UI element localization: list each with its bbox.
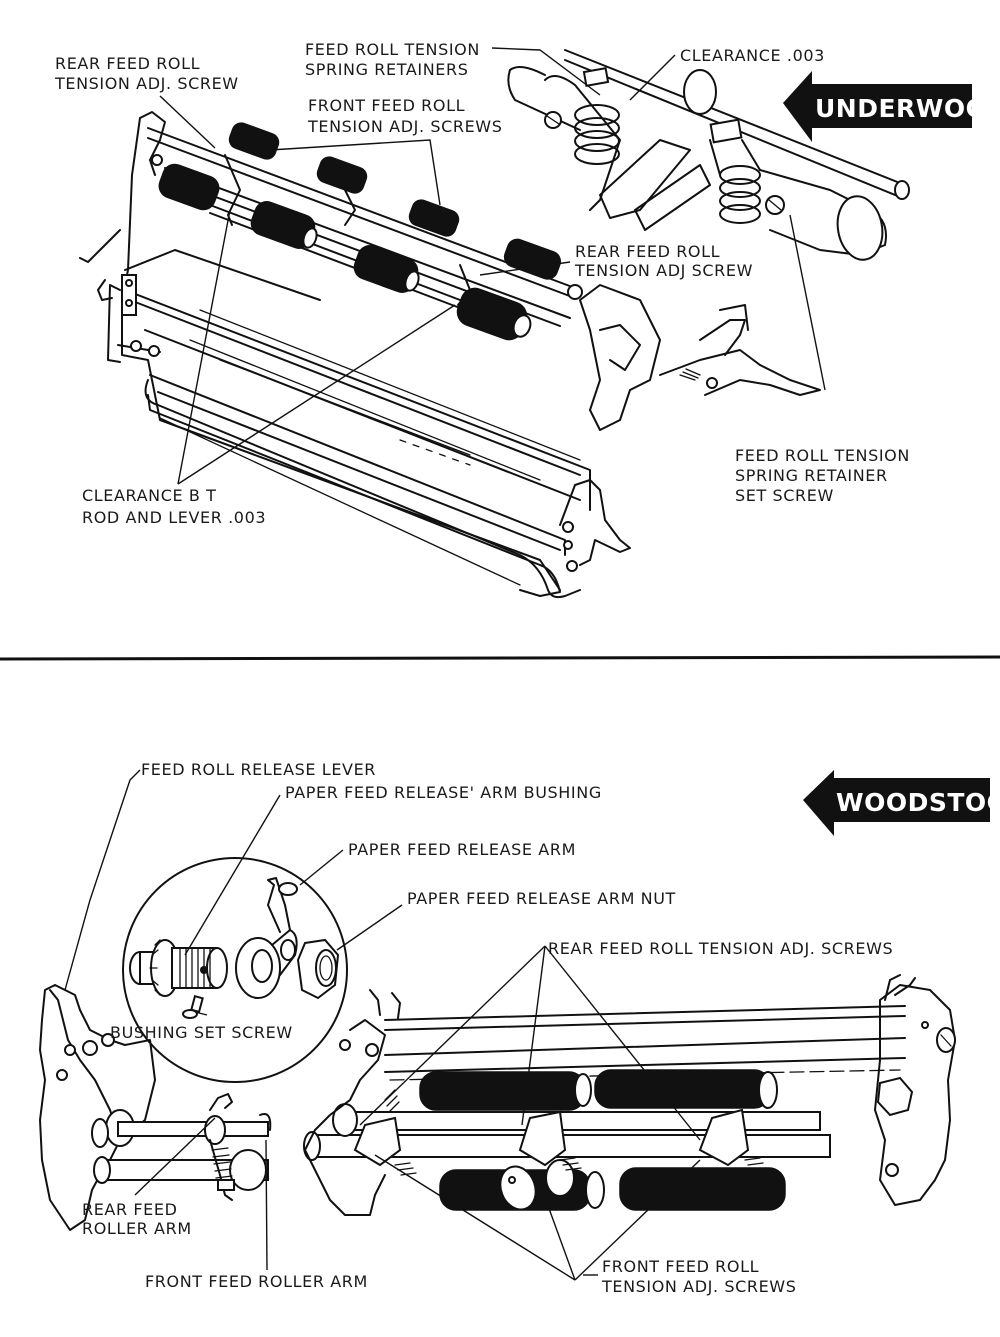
label-front-feed-roller-arm: FRONT FEED ROLLER ARM bbox=[145, 1272, 368, 1291]
label-bushing-set-screw: BUSHING SET SCREW bbox=[110, 1023, 293, 1042]
top-labels: REAR FEED ROLL TENSION ADJ. SCREW FEED R… bbox=[54, 40, 910, 527]
label-front-feed-roll-tension-adj-screws-line1: FRONT FEED ROLL bbox=[602, 1257, 759, 1276]
bushing-exploded-inset bbox=[122, 857, 348, 1083]
arrow-left-icon bbox=[803, 770, 990, 836]
woodstock-panel: WOODSTOCK bbox=[39, 760, 1000, 1296]
label-clearance-rod-lever-line1: CLEARANCE B T bbox=[82, 486, 217, 505]
label-retainer-set-screw-line3: SET SCREW bbox=[735, 486, 834, 505]
carriage-frame bbox=[79, 117, 631, 599]
label-feed-roll-release-lever: FEED ROLL RELEASE LEVER bbox=[141, 760, 376, 779]
label-rear-feed-roller-arm-line1: REAR FEED bbox=[82, 1200, 178, 1219]
bushing-set-screw bbox=[182, 994, 204, 1019]
rear-roller bbox=[419, 1071, 586, 1111]
arrow-left-icon bbox=[783, 71, 972, 142]
label-spring-retainers-line2: SPRING RETAINERS bbox=[305, 60, 468, 79]
front-roller bbox=[619, 1167, 786, 1211]
brand-label-underwood: UNDERWOOD bbox=[815, 94, 1000, 123]
label-front-feed-roll-tension-adj-screws-line2: TENSION ADJ. SCREWS bbox=[601, 1277, 796, 1296]
roll-arm bbox=[518, 1110, 567, 1167]
arm-bushing bbox=[129, 939, 228, 997]
front-roller bbox=[158, 163, 220, 211]
spring-retainer-detail bbox=[507, 49, 910, 261]
underwood-panel: UNDERWOOD bbox=[54, 40, 1000, 599]
rear-roller bbox=[594, 1069, 771, 1109]
woodstock-arrow-badge: WOODSTOCK bbox=[803, 770, 1000, 836]
top-leader-lines bbox=[159, 47, 826, 485]
roll-arm bbox=[353, 1116, 402, 1167]
label-paper-feed-release-arm-nut: PAPER FEED RELEASE ARM NUT bbox=[407, 889, 676, 908]
bottom-labels: FEED ROLL RELEASE LEVER PAPER FEED RELEA… bbox=[82, 760, 893, 1296]
label-paper-feed-release-arm-bushing: PAPER FEED RELEASE' ARM BUSHING bbox=[285, 783, 602, 802]
label-retainer-set-screw-line1: FEED ROLL TENSION bbox=[735, 446, 910, 465]
label-front-feed-roll-screws-line2: TENSION ADJ. SCREWS bbox=[307, 117, 502, 136]
underwood-arrow-badge: UNDERWOOD bbox=[783, 71, 1000, 142]
woodstock-carriage bbox=[303, 974, 956, 1216]
rear-roller bbox=[316, 156, 368, 194]
label-rear-feed-roll-tension-adj-screw-line1: REAR FEED ROLL bbox=[55, 54, 200, 73]
bottom-leader-lines bbox=[64, 769, 701, 1281]
feed-roll-assembly bbox=[139, 111, 821, 431]
rear-roller bbox=[503, 238, 562, 280]
paper-feed-release-arm-nut bbox=[296, 938, 340, 1000]
left-release-mechanism bbox=[39, 984, 272, 1231]
panel-divider bbox=[0, 655, 1000, 661]
label-rear-feed-roll-screw-right-line2: TENSION ADJ SCREW bbox=[574, 261, 753, 280]
rear-roller bbox=[228, 122, 280, 160]
paper-feed-release-arm bbox=[235, 877, 298, 999]
label-rear-feed-roll-tension-adj-screws: REAR FEED ROLL TENSION ADJ. SCREWS bbox=[548, 939, 893, 958]
roll-arm bbox=[698, 1108, 750, 1167]
rear-roller bbox=[408, 199, 460, 237]
label-rear-feed-roller-arm-line2: ROLLER ARM bbox=[82, 1219, 192, 1238]
label-front-feed-roll-screws-line1: FRONT FEED ROLL bbox=[308, 96, 465, 115]
label-rear-feed-roll-screw-right-line1: REAR FEED ROLL bbox=[575, 242, 720, 261]
label-retainer-set-screw-line2: SPRING RETAINER bbox=[735, 466, 888, 485]
label-clearance-003: CLEARANCE .003 bbox=[680, 46, 825, 65]
brand-label-woodstock: WOODSTOCK bbox=[836, 788, 1000, 817]
label-paper-feed-release-arm: PAPER FEED RELEASE ARM bbox=[348, 840, 576, 859]
label-spring-retainers-line1: FEED ROLL TENSION bbox=[305, 40, 480, 59]
label-rear-feed-roll-tension-adj-screw-line2: TENSION ADJ. SCREW bbox=[54, 74, 239, 93]
label-clearance-rod-lever-line2: ROD AND LEVER .003 bbox=[82, 508, 266, 527]
